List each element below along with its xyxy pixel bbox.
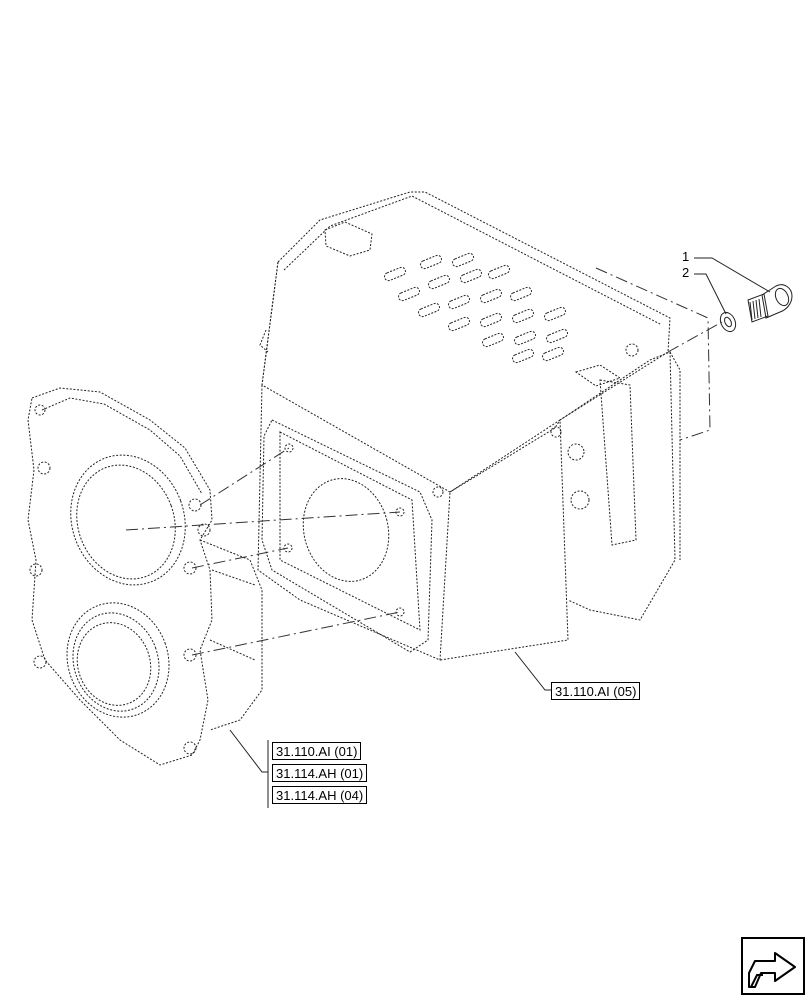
callout-leaders <box>694 257 771 315</box>
next-page-arrow-icon[interactable] <box>741 937 805 995</box>
bolt-part <box>747 284 793 323</box>
front-housing-plate <box>27 387 263 766</box>
reference-link-31-110-ai-05[interactable]: 31.110.AI (05) <box>551 682 641 700</box>
reference-leaders <box>229 651 551 808</box>
washer-part <box>719 311 737 333</box>
reference-link-31-110-ai-01[interactable]: 31.110.AI (01) <box>272 742 362 760</box>
vent-slots <box>384 252 568 364</box>
reference-link-31-114-ah-01[interactable]: 31.114.AH (01) <box>272 764 368 782</box>
callout-number-1: 1 <box>682 249 690 264</box>
reference-link-31-114-ah-04[interactable]: 31.114.AH (04) <box>272 786 368 804</box>
alignment-lines <box>125 267 723 656</box>
callout-number-2: 2 <box>682 265 690 280</box>
